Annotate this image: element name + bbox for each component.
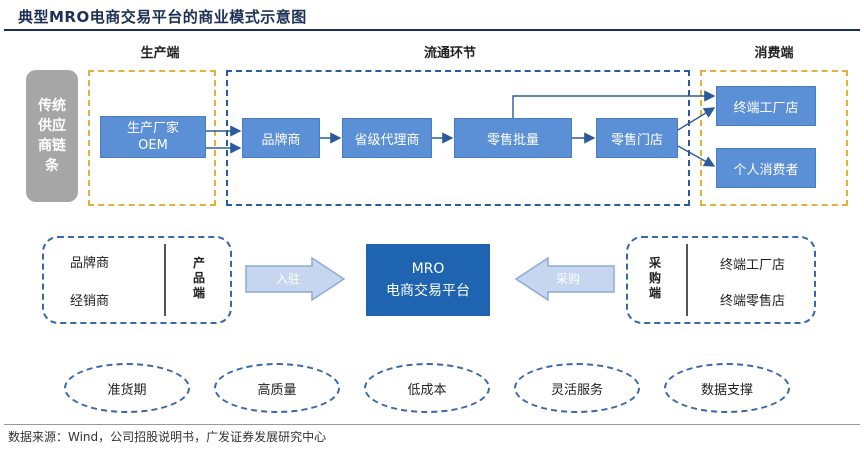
title-divider xyxy=(4,29,860,31)
purchaser-item-retail: 终端零售店 xyxy=(720,294,786,309)
source-note: 数据来源：Wind，公司招股说明书，广发证券发展研究中心 xyxy=(8,430,327,444)
factory-store-label: 终端工厂店 xyxy=(733,100,799,116)
traditional-chain-box: 传统供应商链条 xyxy=(26,70,78,202)
supplier-side-label: 产品端 xyxy=(192,256,205,300)
supplier-panel xyxy=(42,236,232,324)
feature-data-label: 数据支撑 xyxy=(700,382,753,398)
consumer-box: 个人消费者 xyxy=(716,148,816,188)
supplier-item-dealer: 经销商 xyxy=(70,294,110,309)
purchaser-panel-divider xyxy=(686,244,688,316)
purchaser-side-label: 采购端 xyxy=(648,256,661,300)
purchase-arrow-label: 采购 xyxy=(556,272,581,286)
feature-quality: 高质量 xyxy=(214,363,340,413)
enter-arrow-label: 入驻 xyxy=(276,272,301,286)
wholesale-label: 零售批量 xyxy=(486,132,539,148)
manufacturer-box: 生产厂家 OEM xyxy=(100,116,206,158)
feature-service: 灵活服务 xyxy=(514,363,640,413)
manufacturer-label: 生产厂家 xyxy=(126,121,179,136)
store-label: 零售门店 xyxy=(610,132,663,148)
feature-quality-label: 高质量 xyxy=(257,382,297,398)
arrow-wholesale-to-factory xyxy=(512,90,716,118)
page-title: 典型MRO电商交易平台的商业模式示意图 xyxy=(18,8,307,26)
traditional-chain-label: 传统供应商链条 xyxy=(38,98,66,174)
footer-divider xyxy=(4,424,860,425)
manufacturer-oem-label: OEM xyxy=(138,138,168,153)
circulation-group xyxy=(226,70,690,206)
purchaser-panel xyxy=(626,236,816,324)
agent-label: 省级代理商 xyxy=(354,132,420,148)
feature-cost: 低成本 xyxy=(364,363,490,413)
feature-service-label: 灵活服务 xyxy=(550,382,603,398)
feature-cost-label: 低成本 xyxy=(407,382,447,398)
arrow-store-to-factory xyxy=(677,107,716,131)
supplier-panel-divider xyxy=(164,244,166,316)
factory-store-box: 终端工厂店 xyxy=(716,86,816,126)
mro-label: MRO xyxy=(411,261,445,277)
purchaser-item-factory: 终端工厂店 xyxy=(720,258,786,273)
enter-arrow xyxy=(245,256,346,302)
section-label-circulation: 流通环节 xyxy=(423,46,476,61)
store-box: 零售门店 xyxy=(596,118,678,158)
flow-arrows xyxy=(206,90,716,167)
supplier-item-brand: 品牌商 xyxy=(70,256,110,271)
brand-label: 品牌商 xyxy=(261,132,301,148)
feature-delivery: 准货期 xyxy=(64,363,190,413)
brand-box: 品牌商 xyxy=(242,118,320,158)
production-group xyxy=(88,70,216,206)
wholesale-box: 零售批量 xyxy=(454,118,572,158)
feature-delivery-label: 准货期 xyxy=(107,382,147,398)
mro-platform-label: 电商交易平台 xyxy=(386,283,470,299)
arrow-store-to-consumer xyxy=(677,145,716,167)
purchase-arrow xyxy=(514,256,615,302)
agent-box: 省级代理商 xyxy=(342,118,432,158)
consumption-group xyxy=(700,70,848,206)
section-label-production: 生产端 xyxy=(140,46,180,61)
mro-platform-box: MRO 电商交易平台 xyxy=(366,244,490,316)
feature-data: 数据支撑 xyxy=(664,363,790,413)
consumer-label: 个人消费者 xyxy=(733,162,799,178)
section-label-consumption: 消费端 xyxy=(754,46,794,61)
